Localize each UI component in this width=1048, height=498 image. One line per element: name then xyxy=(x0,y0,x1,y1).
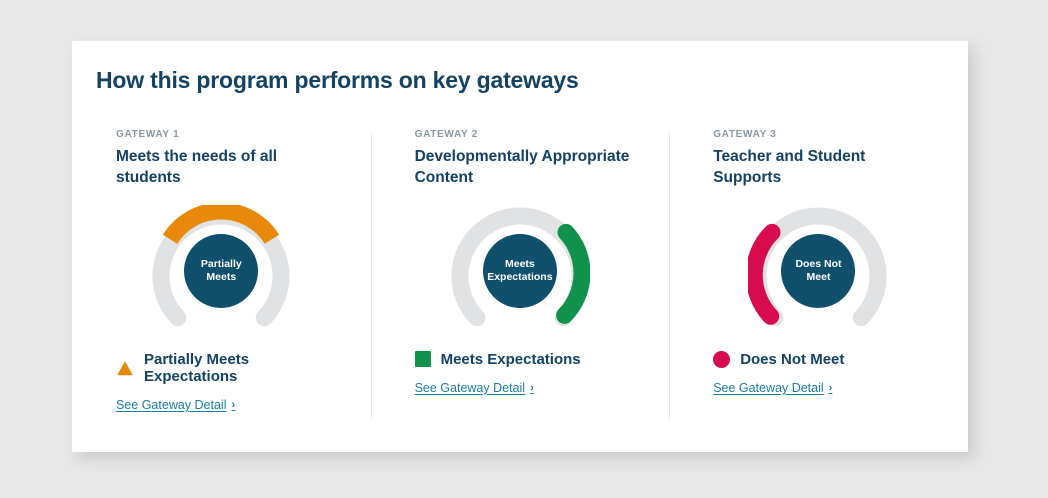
gauge-wrap-3: Does Not Meet xyxy=(713,205,942,337)
gauge-wrap-2: Meets Expectations xyxy=(415,205,644,337)
gateway-eyebrow-1: GATEWAY 1 xyxy=(116,129,180,140)
gauge-hub-label-1: Partially Meets xyxy=(200,258,242,283)
gateways-card: How this program performs on key gateway… xyxy=(72,41,968,452)
legend-label-2: Meets Expectations xyxy=(440,350,581,368)
gauge-3: Does Not Meet xyxy=(748,205,888,337)
see-gateway-detail-text-3: See Gateway Detail xyxy=(713,380,824,395)
gauge-1: Partially Meets xyxy=(151,204,291,337)
gateway-title-1: Meets the needs of all students xyxy=(116,148,278,186)
gateway-eyebrow-3: GATEWAY 3 xyxy=(713,129,777,140)
gauge-hub-label-3: Does Not Meet xyxy=(795,258,842,283)
chevron-right-icon: › xyxy=(231,398,236,411)
gateway-column-1: GATEWAY 1 Meets the needs of all student… xyxy=(72,129,371,429)
see-gateway-detail-link-3[interactable]: See Gateway Detail › xyxy=(713,381,832,395)
see-gateway-detail-text-1: See Gateway Detail xyxy=(116,397,227,412)
legend-1: Partially Meets Expectations xyxy=(116,351,345,385)
gateway-title-3: Teacher and Student Supports xyxy=(713,148,866,186)
gauge-hub-label-2: Meets Expectations xyxy=(487,258,553,283)
gauge-value-arc-2 xyxy=(555,223,590,324)
gauge-wrap-1: Partially Meets xyxy=(116,204,345,337)
gauge-2: Meets Expectations xyxy=(450,205,590,337)
see-gateway-detail-text-2: See Gateway Detail xyxy=(414,380,526,395)
gateway-column-3: GATEWAY 3 Teacher and Student Supports D… xyxy=(669,129,968,429)
chevron-right-icon: › xyxy=(530,381,534,394)
page-title: How this program performs on key gateway… xyxy=(96,67,579,93)
gauge-value-arc-3 xyxy=(748,223,781,325)
see-gateway-detail-link-2[interactable]: See Gateway Detail › xyxy=(415,381,534,395)
gauge-hub-3: Does Not Meet xyxy=(781,233,856,308)
gauge-hub-1: Partially Meets xyxy=(184,233,259,308)
legend-label-1: Partially Meets Expectations xyxy=(144,350,250,385)
gauge-hub-2: Meets Expectations xyxy=(482,233,557,308)
square-icon xyxy=(414,351,431,368)
chevron-right-icon: › xyxy=(828,381,833,394)
legend-2: Meets Expectations xyxy=(414,350,644,368)
triangle-icon xyxy=(117,361,133,376)
gateway-title-2: Developmentally Appropriate Content xyxy=(414,148,630,186)
see-gateway-detail-link-1[interactable]: See Gateway Detail › xyxy=(116,398,235,412)
circle-icon xyxy=(713,350,731,368)
gateway-columns: GATEWAY 1 Meets the needs of all student… xyxy=(72,129,968,429)
gauge-value-arc-1 xyxy=(163,204,280,244)
gateway-column-2: GATEWAY 2 Developmentally Appropriate Co… xyxy=(370,129,670,429)
gateway-eyebrow-2: GATEWAY 2 xyxy=(414,129,478,140)
legend-3: Does Not Meet xyxy=(713,350,942,368)
legend-label-3: Does Not Meet xyxy=(740,350,845,368)
